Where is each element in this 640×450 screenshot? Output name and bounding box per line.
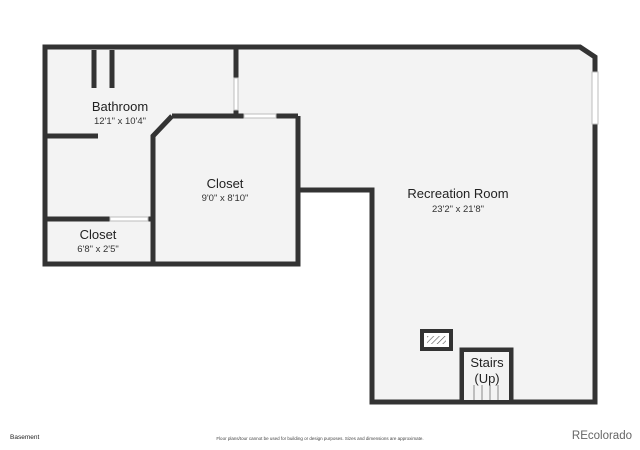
closet-small-dims: 6'8" x 2'5" (77, 244, 119, 255)
stairs-fill (464, 352, 509, 400)
recreation-room-name: Recreation Room (407, 186, 508, 201)
stairs-name: Stairs (470, 355, 504, 370)
bathroom-dims: 12'1" x 10'4" (94, 116, 146, 127)
outer-wall (42, 44, 598, 405)
stairs-direction: (Up) (474, 371, 499, 386)
bathroom-name: Bathroom (92, 99, 148, 114)
closet-center-name: Closet (207, 176, 244, 191)
brand-logo-text: REcolorado (571, 430, 632, 442)
stairs-walls (459, 347, 514, 402)
closet-center-dims: 9'0" x 8'10" (202, 193, 249, 204)
small-closet-door-opening (109, 216, 149, 222)
recreation-room-dims: 23'2" x 21'8" (432, 204, 484, 215)
closet-door-opening (243, 113, 277, 119)
east-window (591, 71, 599, 125)
disclaimer-text: Floor plans/tour cannot be used for buil… (216, 436, 424, 441)
interior-walls (47, 47, 301, 264)
floor-fill (45, 47, 595, 402)
bathroom-door-opening (233, 77, 239, 111)
floor-label: Basement (10, 434, 40, 441)
column-hatch (427, 336, 446, 344)
closet-small-name: Closet (80, 227, 117, 242)
